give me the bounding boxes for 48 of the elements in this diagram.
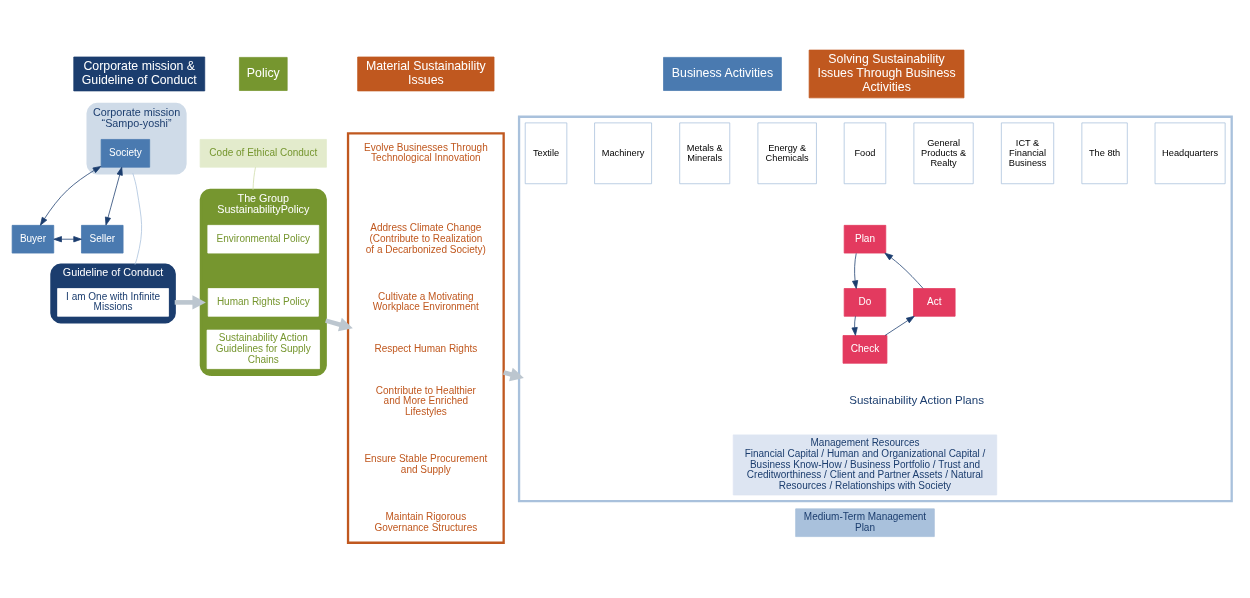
node-box: Check — [842, 334, 888, 364]
node-text: Maintain Rigorous Governance Structures — [374, 510, 478, 533]
arrow — [852, 252, 859, 289]
node-box: Environmental Policy — [207, 224, 320, 253]
arrow — [53, 235, 82, 242]
arrow — [851, 315, 858, 336]
node-box: Machinery — [594, 122, 652, 184]
node-box: Seller — [81, 224, 124, 253]
connector — [252, 166, 256, 190]
node-box: The 8th — [1081, 122, 1128, 184]
node-text: Cultivate a Motivating Workplace Environment — [372, 290, 479, 312]
node-text: Contribute to Healthier and More Enriched Lifestyles — [375, 384, 476, 417]
node-box: Policy — [239, 56, 288, 91]
node-box: Solving Sustainability Issues Through Business Activities — [808, 49, 965, 98]
arrow — [40, 165, 102, 226]
node-box: Society — [100, 138, 151, 168]
label: Sustainability Action Plans — [849, 393, 984, 406]
node-text: Respect Human Rights — [374, 342, 478, 354]
node-text: Ensure Stable Procurement and Supply — [364, 452, 488, 475]
node-box: Medium-Term Management Plan — [795, 507, 935, 537]
node-box: Sustainability Action Guidelines for Supply Chains — [206, 329, 320, 369]
arrow — [174, 294, 206, 309]
cluster — [517, 115, 1233, 502]
arrow — [105, 166, 123, 225]
node-box: Buyer — [11, 224, 55, 253]
connector — [132, 172, 142, 265]
node-box: Corporate mission & Guideline of Conduct — [73, 56, 206, 91]
node-box: General Products & Realty — [913, 122, 974, 184]
node-box: Textile — [524, 122, 568, 184]
node-text: Evolve Businesses Through Technological Innovation — [363, 141, 488, 163]
node-box: ICT & Financial Business — [1000, 122, 1055, 184]
node-box: Food — [843, 122, 887, 184]
node-box: Business Activities — [663, 56, 782, 91]
node-box: Headquarters — [1154, 122, 1226, 184]
node-text: Address Climate Change (Contribute to Realization of a Decarbonized Society) — [365, 221, 486, 255]
node-box: Metals & Minerals — [679, 122, 731, 184]
node-box: Plan — [843, 224, 887, 253]
node-box: Code of Ethical Conduct — [199, 138, 327, 168]
node-box: Management Resources Financial Capital / Human and Organizational Capital / Business Know-How / Business Portfolio / Trust and Creditworthiness / Client and Partner Assets / Natural Resources / Relationships with Society — [732, 434, 998, 495]
cluster — [346, 131, 505, 544]
node-box: I am One with Infinite Missions — [57, 287, 169, 317]
node-box: Human Rights Policy — [207, 287, 319, 317]
arrow — [884, 315, 915, 336]
node-box: Material Sustainability Issues — [357, 56, 495, 91]
node-box: Do — [843, 287, 887, 317]
arrow — [884, 252, 924, 289]
node-box: Act — [913, 287, 956, 317]
node-box: Energy & Chemicals — [757, 122, 817, 184]
